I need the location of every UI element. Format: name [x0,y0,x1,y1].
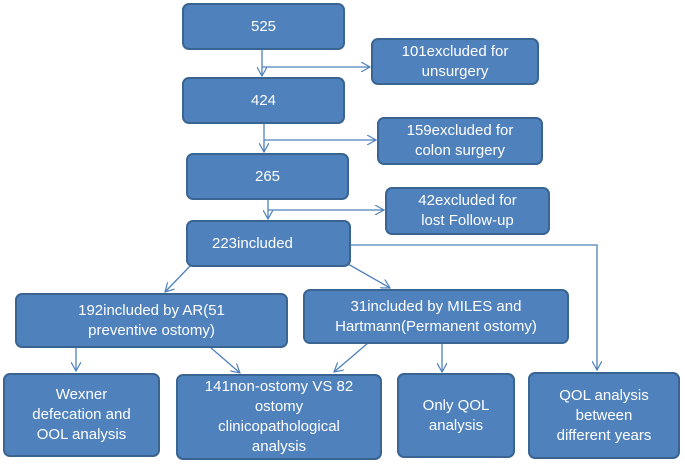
box-text-line: 525 [250,17,277,35]
box-525-total-text: 525 [251,17,276,37]
box-text-line: analysis [428,416,484,434]
box-text-line: 101excluded for [401,42,509,60]
box-42-excluded-lost-follow-up-text: 42excluded for lost Follow-up [418,191,516,231]
box-text-line: different years [556,426,652,444]
arrow-223-to-ar192 [165,263,193,292]
box-192-included-ar: 192included by AR(51 preventive ostomy) [15,293,288,348]
arrow-223-to-qol-years [350,244,597,370]
box-text-line: Wexner [55,386,108,403]
box-text-line: ostomy [254,398,304,415]
arrow-miles31-to-nonostomy [334,342,369,372]
box-text-line: unsurgery [421,62,489,80]
box-159-excluded-colon-surgery-text: 159excluded for colon surgery [407,121,514,161]
box-101-excluded-unsurgery-text: 101excluded for unsurgery [402,42,509,82]
box-text-line: colon surgery [414,142,506,159]
box-525-total: 525 [182,3,345,50]
box-159-excluded-colon-surgery: 159excluded for colon surgery [377,117,543,165]
box-text-line: 223included [212,234,293,252]
box-text-line: 424 [250,91,277,109]
box-424-text: 424 [251,91,276,111]
box-42-excluded-lost-follow-up: 42excluded for lost Follow-up [385,187,550,235]
box-text-line: 159excluded for [406,122,514,139]
box-text-line: preventive ostomy) [88,321,215,339]
box-qol-between-years: QOL analysis between different years [528,372,680,459]
box-141-nonostomy-vs-82-ostomy-text: 141non-ostomy VS 82 ostomy clinicopatholog… [205,377,353,457]
box-text-line: 42excluded for [418,192,517,209]
box-text-line: lost Follow-up [421,212,514,229]
box-101-excluded-unsurgery: 101excluded for unsurgery [371,38,539,85]
box-265-text: 265 [255,167,280,187]
box-text-line: 265 [254,167,281,185]
box-text-line: OOL analysis [36,426,127,443]
box-text-line: QOL analysis [559,386,649,404]
box-text-line: 141non-ostomy VS 82 [204,378,354,395]
box-192-included-ar-text: 192included by AR(51 preventive ostomy) [78,301,225,341]
box-text-line: clinicopathological [218,418,340,435]
box-only-qol-analysis: Only QOL analysis [397,373,515,458]
box-qol-between-years-text: QOL analysis between different years [557,386,652,446]
box-only-qol-analysis-text: Only QOL analysis [423,396,490,436]
box-text-line: analysis [251,438,307,455]
box-223-included-text: 223included [212,234,293,254]
box-text-line: Only QOL [422,396,490,414]
box-text-line: defecation and [32,406,131,423]
box-265: 265 [186,153,349,200]
box-text-line: 31included by MILES and [350,297,522,315]
box-text-line: 192included by AR(51 [78,301,225,319]
arrow-223-to-miles31 [347,263,390,288]
box-text-line: between [575,406,633,424]
box-223-included: 223included [186,220,351,267]
arrow-ar192-to-nonostomy [209,346,240,373]
box-141-nonostomy-vs-82-ostomy: 141non-ostomy VS 82 ostomy clinicopatholog… [176,374,382,460]
box-424: 424 [182,77,345,124]
box-text-line: Hartmann(Permanent ostomy) [335,317,537,335]
